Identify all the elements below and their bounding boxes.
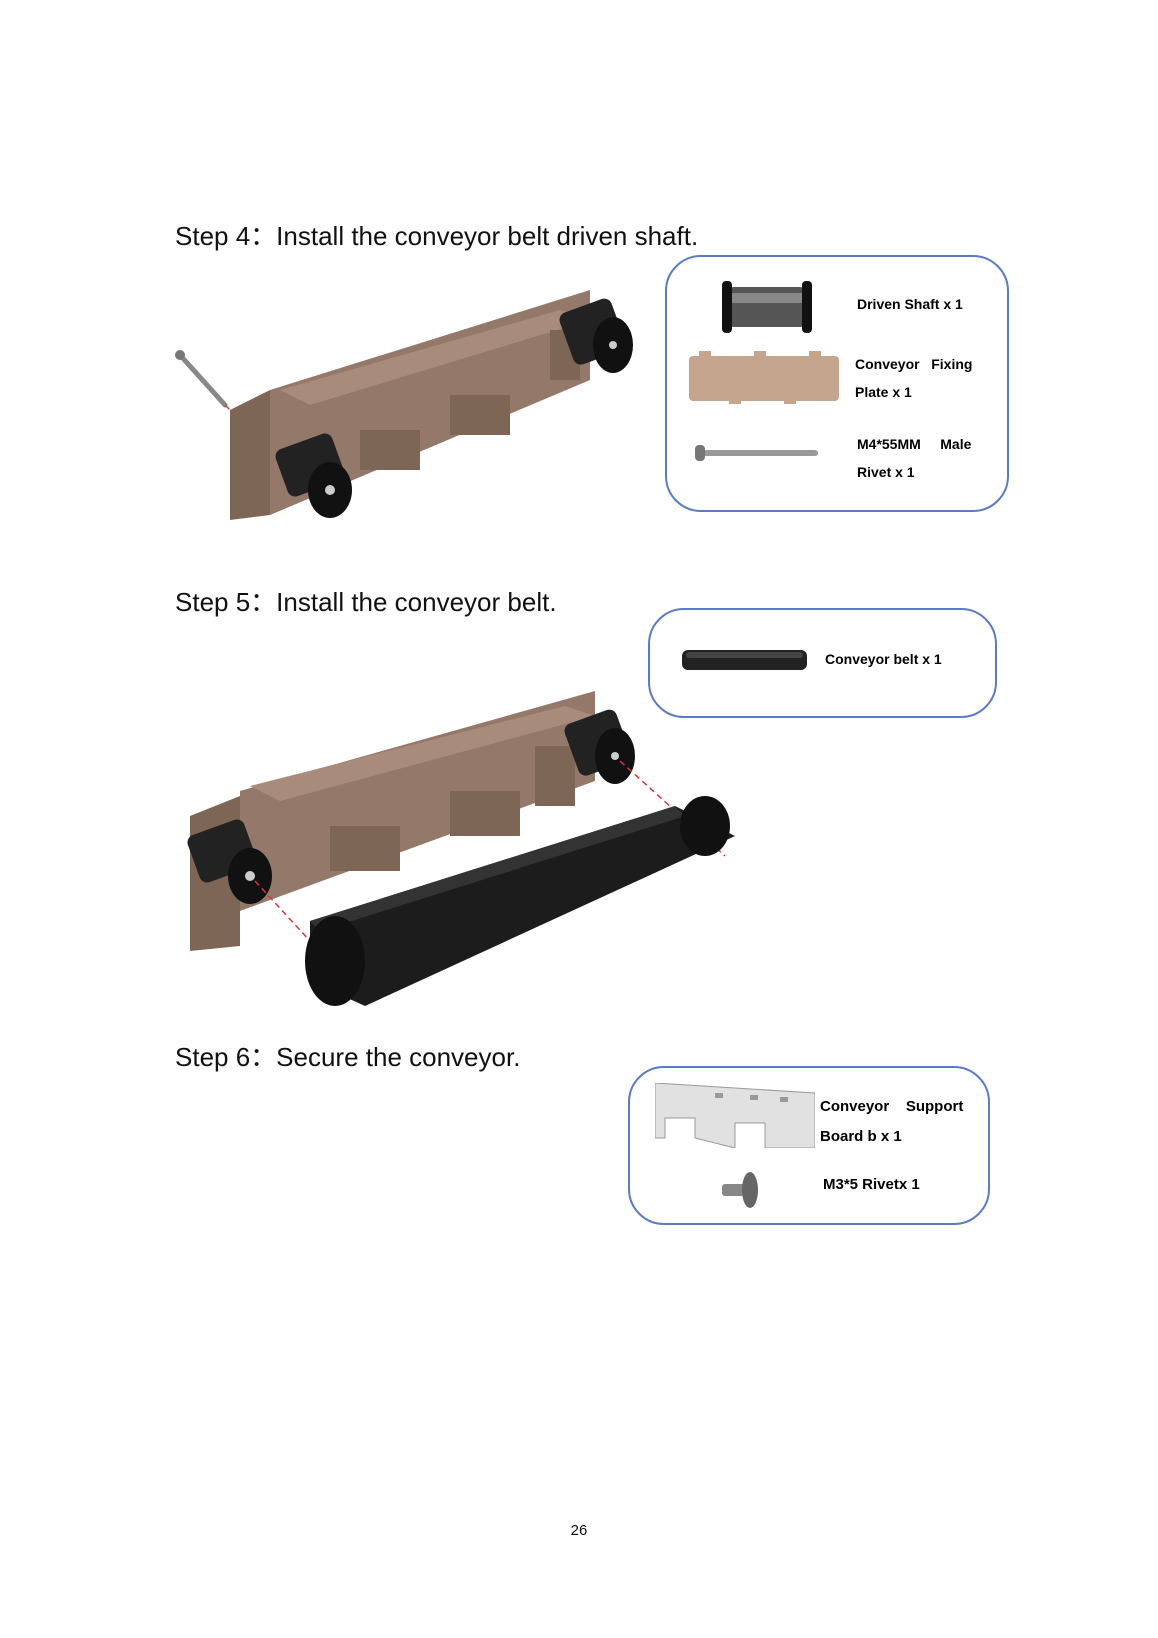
page-number: 26 [570, 1522, 588, 1539]
conveyor-frame-icon [190, 691, 595, 951]
step5-illustration [187, 691, 735, 1006]
step6-parts-box: Conveyor Support Board b x 1 M3*5 Rivetx… [628, 1066, 990, 1225]
conveyor-belt-icon [305, 796, 735, 1006]
part-label-support-board-line1: Conveyor Support [820, 1098, 964, 1115]
part-label-driven-shaft: Driven Shaft x 1 [857, 296, 963, 312]
male-rivet-icon [695, 445, 818, 461]
part-label-conveyor-belt: Conveyor belt x 1 [825, 651, 942, 667]
support-board-icon [655, 1083, 815, 1148]
driven-shaft-icon [559, 298, 633, 373]
part-label-fixing-plate-line2: Plate x 1 [855, 384, 912, 400]
step4-title: Step 4：Install the conveyor belt driven … [175, 221, 699, 251]
step5-parts-box: Conveyor belt x 1 [648, 608, 997, 718]
part-label-rivet: M3*5 Rivetx 1 [823, 1176, 920, 1193]
rivet-icon [175, 350, 228, 408]
part-label-fixing-plate-line1: Conveyor Fixing [855, 356, 973, 372]
rivet-icon [722, 1172, 758, 1208]
part-label-male-rivet-line1: M4*55MM Male [857, 436, 972, 452]
fixing-plate-icon [689, 351, 839, 404]
step4-illustration [175, 290, 633, 520]
driven-shaft-icon [722, 281, 812, 333]
step6-title: Step 6：Secure the conveyor. [175, 1042, 521, 1072]
step5-title: Step 5：Install the conveyor belt. [175, 587, 557, 617]
conveyor-frame-icon [230, 290, 590, 520]
conveyor-belt-icon [682, 650, 807, 670]
part-label-male-rivet-line2: Rivet x 1 [857, 464, 915, 480]
driven-shaft-icon [564, 709, 635, 784]
step4-parts-box: Driven Shaft x 1 Conveyor Fixing Plate x… [665, 255, 1009, 512]
part-label-support-board-line2: Board b x 1 [820, 1128, 902, 1145]
driven-shaft-icon [275, 433, 352, 518]
driven-shaft-icon [187, 819, 272, 904]
